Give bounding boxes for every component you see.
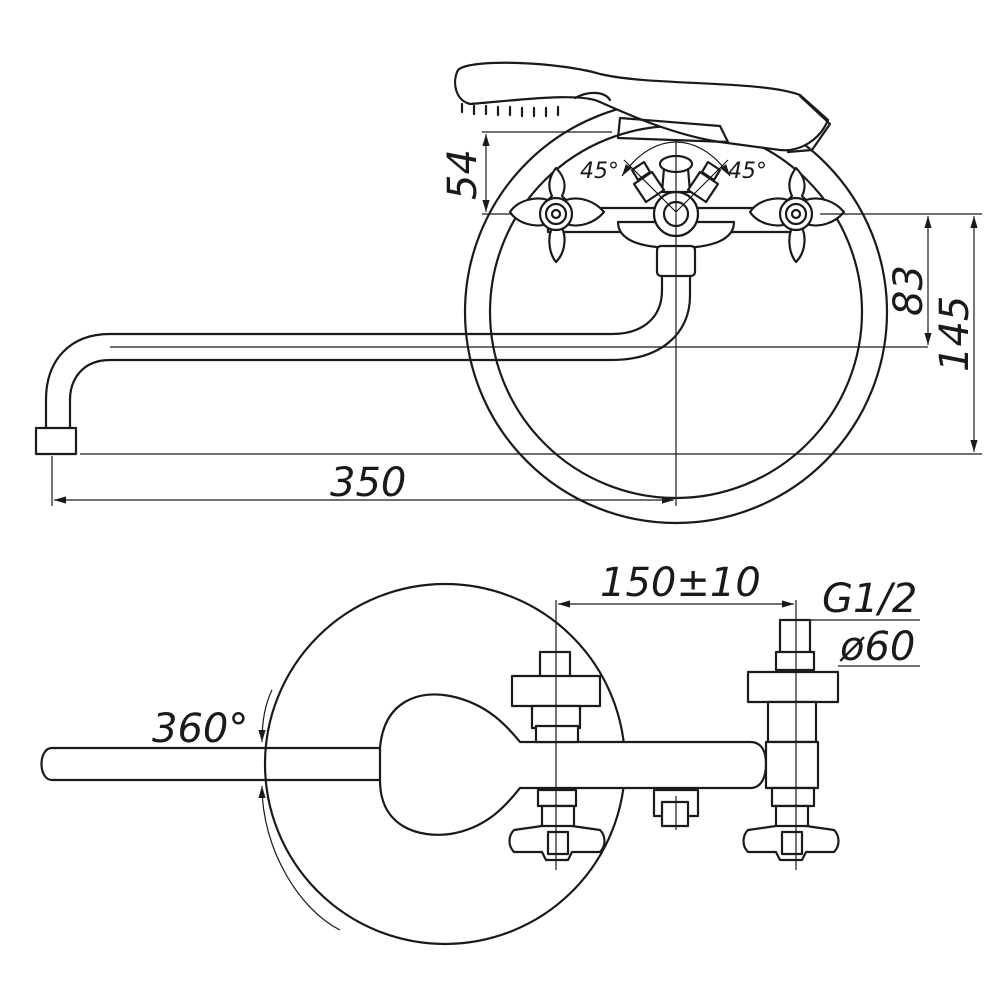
dim-145-label: 145 (932, 296, 978, 372)
hot-valve-top (742, 618, 840, 862)
dim-350-label: 350 (330, 460, 406, 506)
cold-handle-front (508, 166, 606, 264)
top-view: 360° (40, 560, 920, 946)
hand-shower (454, 61, 832, 154)
dim-83-label: 83 (886, 265, 932, 316)
spout-front (34, 274, 692, 456)
flange-diameter-label: ø60 (839, 624, 915, 670)
angle-left-label: 45° (580, 159, 619, 184)
rotation-label: 360° (152, 706, 248, 752)
cold-valve-top (508, 650, 606, 862)
hot-handle-front (748, 166, 846, 264)
angle-right-label: 45° (728, 159, 767, 184)
diverter-top (652, 788, 700, 830)
dim-54-label: 54 (440, 149, 486, 200)
front-view: 54 45° 45° (34, 61, 982, 525)
thread-label: G1/2 (822, 576, 917, 622)
axis-spacing-label: 150±10 (600, 560, 761, 606)
